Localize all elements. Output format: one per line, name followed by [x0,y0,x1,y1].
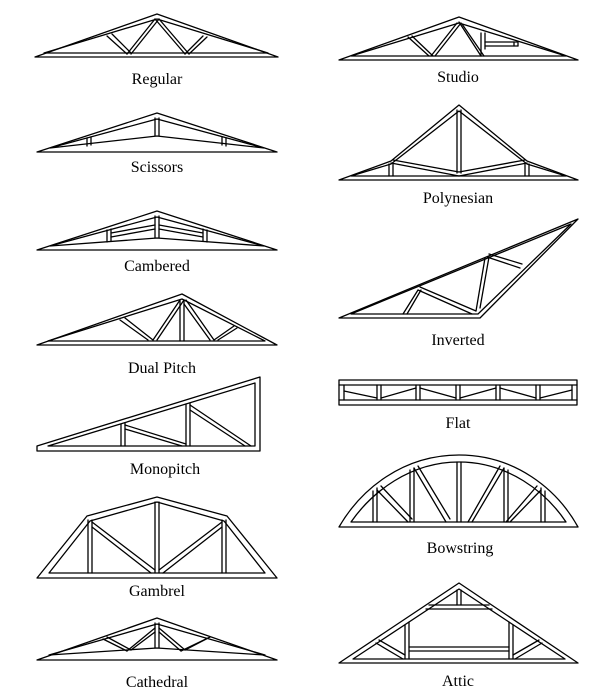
truss-cathedral-label: Cathedral [126,674,189,691]
truss-inverted: Inverted [338,218,579,349]
truss-monopitch-label: Monopitch [130,461,200,478]
truss-regular: Regular [34,13,279,88]
truss-cambered: Cambered [36,210,278,275]
truss-gambrel-label: Gambrel [129,583,186,600]
truss-polynesian-drawing [338,104,579,181]
truss-gambrel: Gambrel [36,496,278,600]
truss-cathedral-drawing [36,617,278,661]
truss-inverted-label: Inverted [431,332,484,349]
truss-dual-pitch-drawing [36,293,278,346]
truss-studio-drawing [338,16,579,61]
truss-cambered-drawing [36,210,278,251]
truss-scissors-drawing [36,112,278,153]
truss-inverted-drawing [338,218,579,319]
truss-gambrel-drawing [36,496,278,579]
truss-attic-drawing [338,582,579,664]
truss-scissors: Scissors [36,112,278,176]
truss-dual-pitch: Dual Pitch [36,293,278,377]
truss-studio: Studio [338,16,579,86]
truss-flat: Flat [338,379,578,432]
truss-polynesian: Polynesian [338,104,579,207]
truss-attic-label: Attic [442,673,474,690]
truss-attic: Attic [338,582,579,690]
truss-cathedral: Cathedral [36,617,278,691]
truss-regular-drawing [34,13,279,58]
truss-monopitch-drawing [36,376,261,452]
truss-flat-label: Flat [446,415,471,432]
truss-bowstring: Bowstring [338,454,579,557]
truss-bowstring-drawing [338,454,579,528]
truss-polynesian-label: Polynesian [423,190,493,207]
truss-monopitch: Monopitch [36,376,261,478]
truss-studio-label: Studio [437,69,479,86]
truss-cambered-label: Cambered [124,258,190,275]
truss-scissors-label: Scissors [131,159,183,176]
truss-dual-pitch-label: Dual Pitch [128,360,196,377]
truss-regular-label: Regular [132,71,183,88]
truss-bowstring-label: Bowstring [427,540,494,557]
truss-flat-drawing [338,379,578,406]
